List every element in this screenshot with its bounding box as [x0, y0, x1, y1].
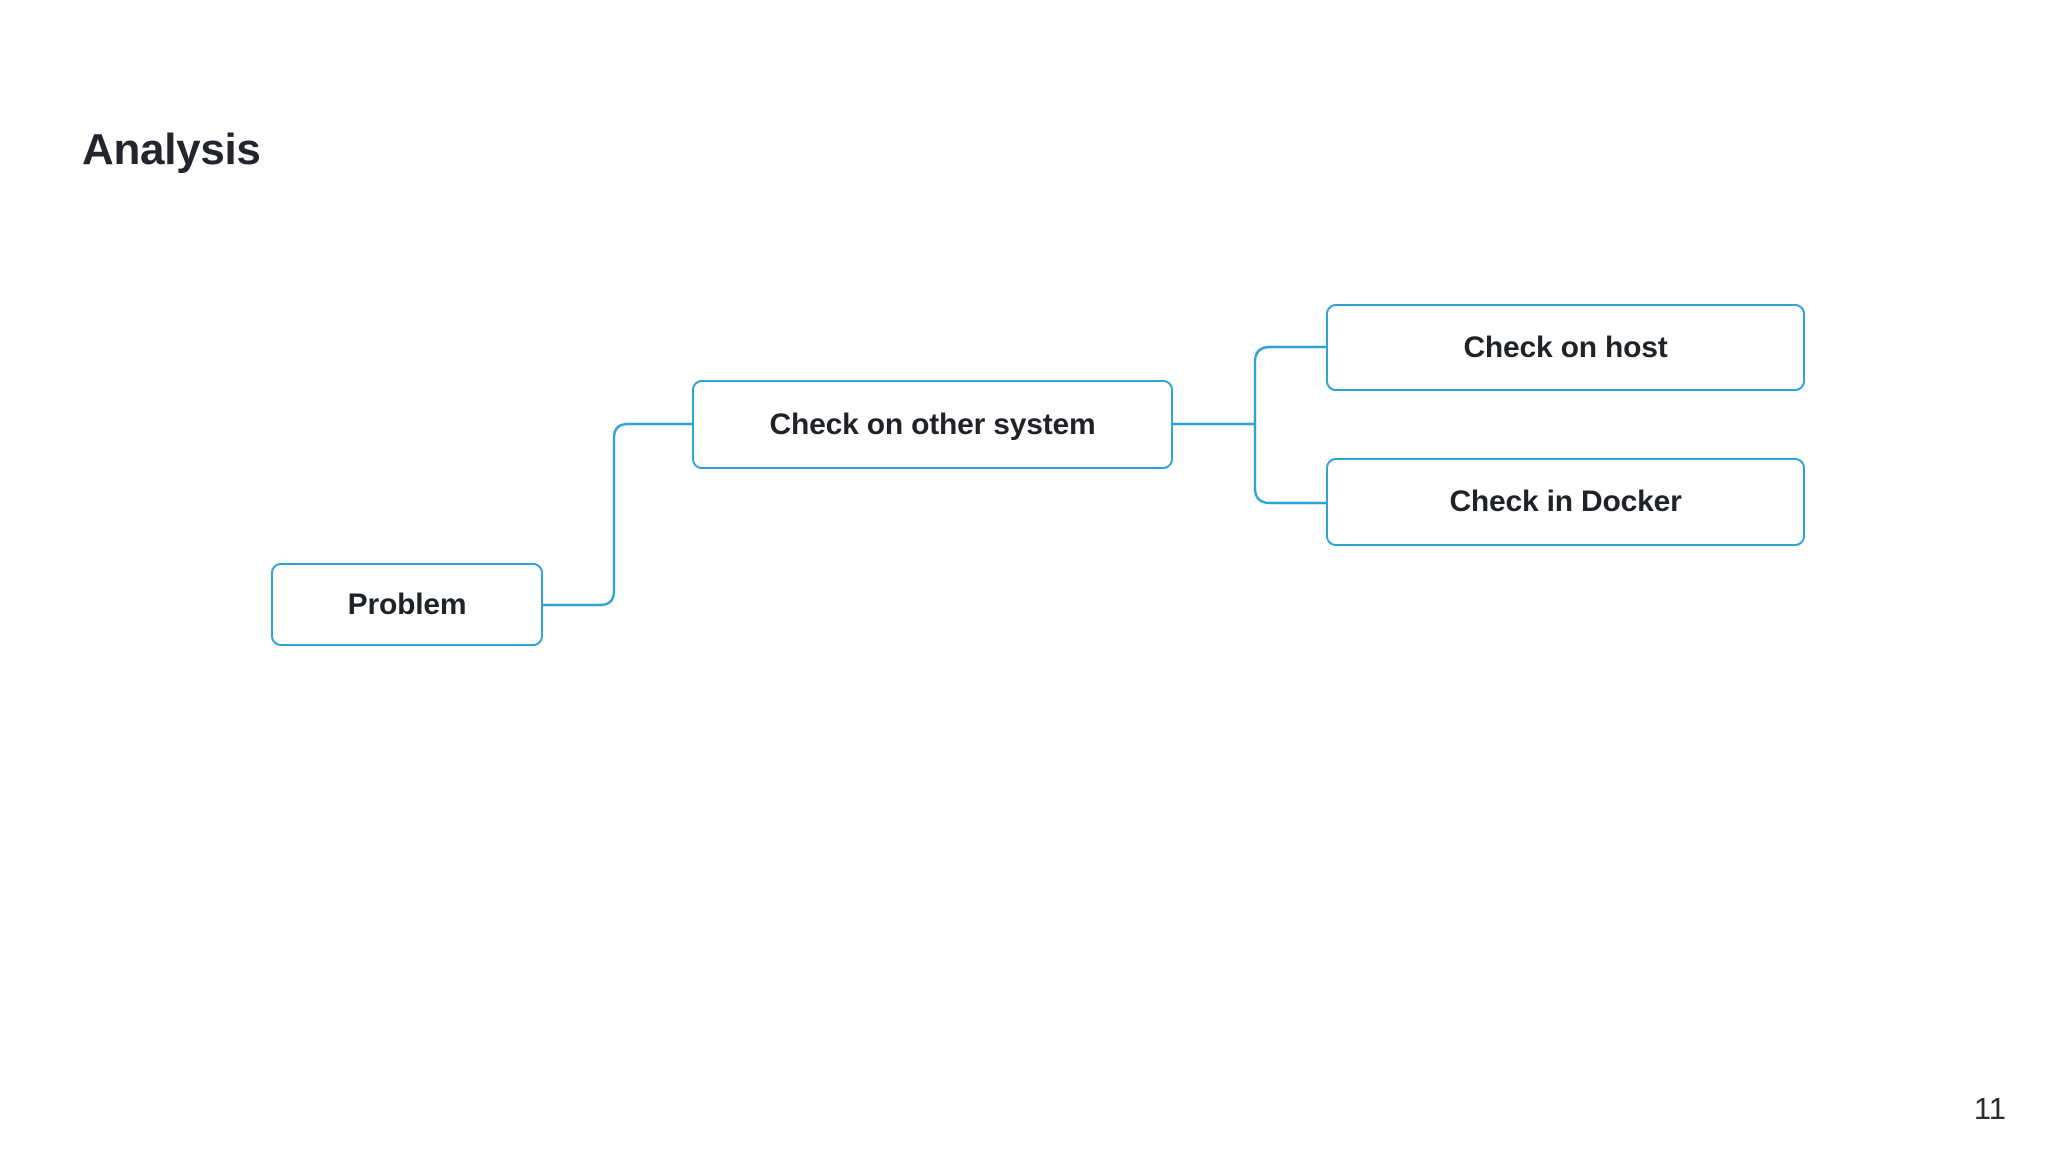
- node-problem[interactable]: Problem: [271, 563, 543, 646]
- node-check-on-host[interactable]: Check on host: [1326, 304, 1805, 391]
- node-check-on-other-system-label: Check on other system: [769, 407, 1096, 441]
- edge-problem-to-check-other-system: [541, 422, 694, 607]
- node-check-in-docker[interactable]: Check in Docker: [1326, 458, 1805, 546]
- node-problem-label: Problem: [347, 587, 467, 621]
- node-check-on-host-label: Check on host: [1463, 330, 1668, 364]
- edge-check-other-system-to-check-in-docker: [1253, 422, 1328, 505]
- page-number: 11: [1973, 1091, 2006, 1126]
- node-check-on-other-system[interactable]: Check on other system: [692, 380, 1173, 469]
- node-check-in-docker-label: Check in Docker: [1449, 485, 1682, 518]
- edge-check-other-system-to-check-on-host: [1253, 345, 1328, 426]
- page-title: Analysis: [82, 125, 261, 174]
